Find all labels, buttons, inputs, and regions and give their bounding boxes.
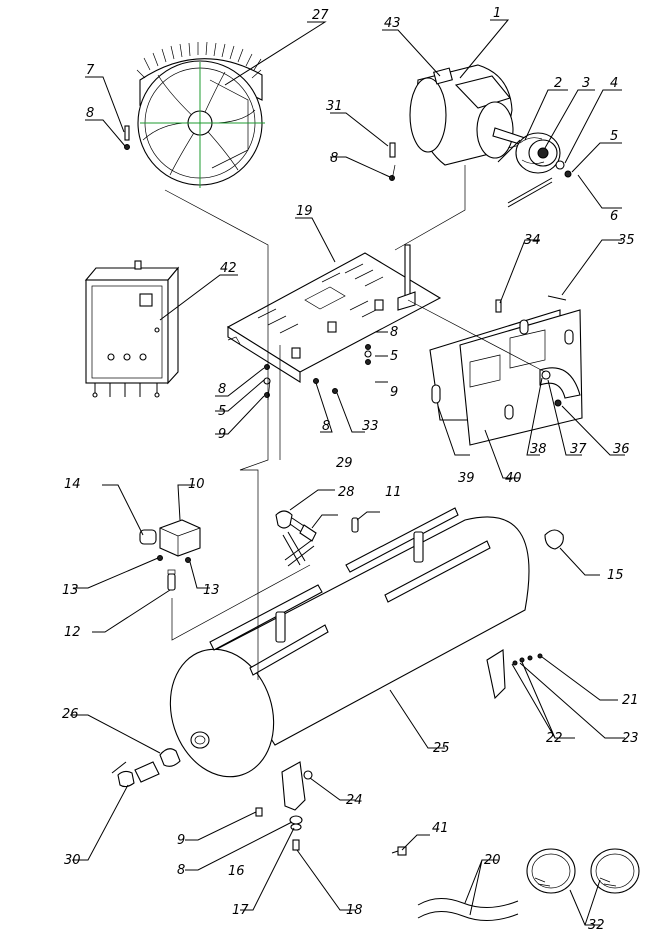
callout-9-plate-right: 9 xyxy=(390,385,398,400)
callout-25: 25 xyxy=(433,741,450,756)
pulley-assembly xyxy=(497,132,572,208)
callout-20: 20 xyxy=(484,853,501,868)
part-41 xyxy=(391,846,407,856)
callout-8-fan: 8 xyxy=(86,106,94,121)
callout-26: 26 xyxy=(62,707,79,722)
callout-40: 40 xyxy=(505,471,522,486)
callout-8-foot: 8 xyxy=(177,863,185,878)
callout-8-motor: 8 xyxy=(330,151,338,166)
callout-23: 23 xyxy=(622,731,639,746)
callout-43: 43 xyxy=(384,16,401,31)
callout-1: 1 xyxy=(493,6,501,21)
callout-34: 34 xyxy=(524,233,541,248)
mounting-plate xyxy=(226,244,442,383)
callout-11: 11 xyxy=(385,485,402,500)
callout-32: 32 xyxy=(588,918,605,933)
callout-27: 27 xyxy=(312,8,329,23)
callout-21: 21 xyxy=(622,693,639,708)
callout-5-plate-left: 5 xyxy=(218,404,226,419)
callout-22: 22 xyxy=(546,731,563,746)
pressure-switch xyxy=(139,519,201,591)
callout-16: 16 xyxy=(228,864,245,879)
callout-13-right: 13 xyxy=(203,583,220,598)
stud-7 xyxy=(124,125,130,150)
cable-20 xyxy=(417,898,519,921)
callout-36: 36 xyxy=(613,442,630,457)
callout-8-plate-right: 8 xyxy=(390,325,398,340)
callout-14: 14 xyxy=(64,477,81,492)
callout-42: 42 xyxy=(220,261,237,276)
callout-35: 35 xyxy=(618,233,635,248)
callout-6: 6 xyxy=(610,209,618,224)
callout-33: 33 xyxy=(362,419,379,434)
callout-10: 10 xyxy=(188,477,205,492)
callout-9-plate-left: 9 xyxy=(218,427,226,442)
callout-29: 29 xyxy=(336,456,353,471)
discharge-tube xyxy=(275,510,317,567)
callout-8-plate-mid: 8 xyxy=(322,419,330,434)
callout-39: 39 xyxy=(458,471,475,486)
callout-17: 17 xyxy=(232,903,249,918)
callout-37: 37 xyxy=(570,442,587,457)
bolt-31 xyxy=(389,142,396,181)
foot-fasteners xyxy=(255,807,303,851)
leader-lines xyxy=(70,19,625,926)
callout-38: 38 xyxy=(530,442,547,457)
coils-32 xyxy=(526,848,640,894)
callout-15: 15 xyxy=(607,568,624,583)
belt-guard xyxy=(429,295,583,446)
callout-5: 5 xyxy=(610,129,618,144)
callout-41: 41 xyxy=(432,821,449,836)
safety-valve xyxy=(111,748,181,788)
callout-24: 24 xyxy=(346,793,363,808)
callout-5-plate-right: 5 xyxy=(390,349,398,364)
callout-7: 7 xyxy=(86,63,95,78)
callout-9-foot: 9 xyxy=(177,833,185,848)
callout-12: 12 xyxy=(64,625,81,640)
callout-4: 4 xyxy=(610,76,618,91)
callout-30: 30 xyxy=(64,853,81,868)
callout-labels: 1 43 27 2 3 4 5 6 7 8 31 8 19 42 34 35 8… xyxy=(62,6,639,933)
callout-28: 28 xyxy=(338,485,355,500)
assembly-lines xyxy=(164,164,546,680)
air-tank xyxy=(169,507,564,811)
callout-2: 2 xyxy=(554,76,562,91)
compressor-head-fan xyxy=(136,41,265,188)
callout-31: 31 xyxy=(326,99,343,114)
electric-motor xyxy=(409,64,526,166)
callout-8-plate-left: 8 xyxy=(218,382,226,397)
callout-3: 3 xyxy=(582,76,590,91)
callout-19: 19 xyxy=(296,204,313,219)
callout-18: 18 xyxy=(346,903,363,918)
control-box xyxy=(84,260,180,398)
callout-13-left: 13 xyxy=(62,583,79,598)
